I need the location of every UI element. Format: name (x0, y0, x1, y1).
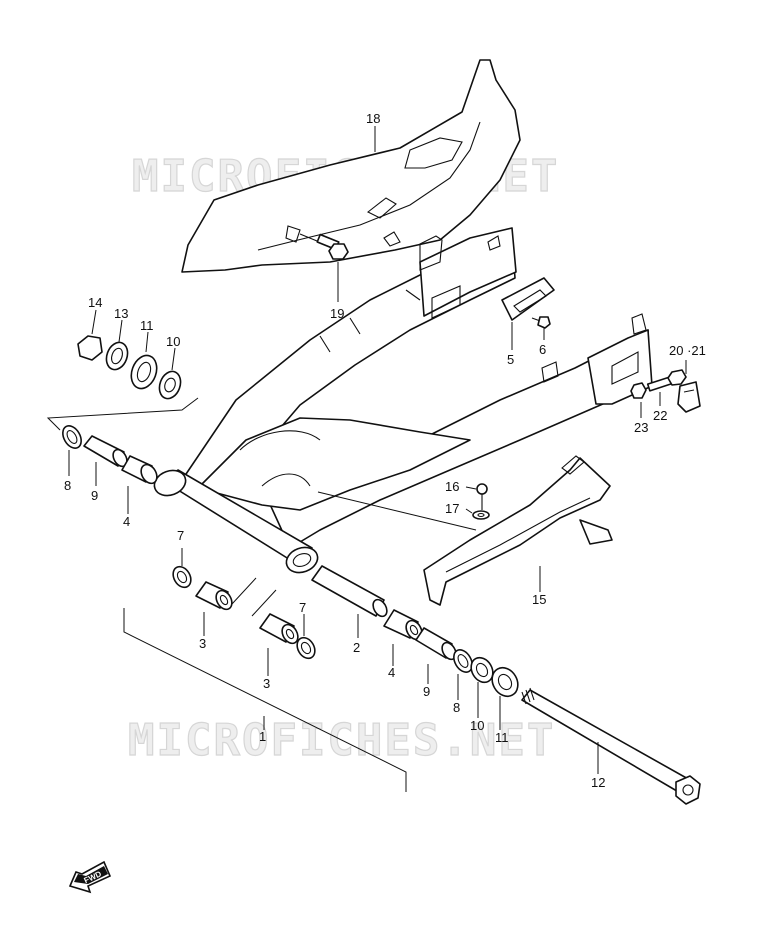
callout-4-right: 4 (388, 665, 395, 680)
callout-7-left: 7 (177, 528, 184, 543)
callout-4-left: 4 (123, 514, 130, 529)
washer-10-right (470, 656, 494, 684)
callout-3-lower: 3 (263, 676, 270, 691)
callout-15: 15 (532, 592, 546, 607)
callout-22: 22 (653, 408, 667, 423)
washer-7-right (296, 636, 316, 660)
callout-12: 12 (591, 775, 605, 790)
callout-2: 2 (353, 640, 360, 655)
callout-3-upper: 3 (199, 636, 206, 651)
leader-lines (68, 126, 687, 774)
washer-10-left (158, 370, 182, 400)
callout-19: 19 (330, 306, 344, 321)
bearing-3-lower (259, 613, 299, 645)
nut-23 (630, 382, 647, 399)
fwd-arrow-icon: FWD (68, 860, 112, 894)
bearing-13 (105, 341, 129, 371)
callout-20-21: 20 ·21 (669, 343, 706, 358)
washer-8-right (453, 649, 473, 673)
callout-11-left: 11 (140, 318, 154, 333)
bolt-22 (646, 369, 687, 392)
callout-16: 16 (445, 479, 459, 494)
callout-17: 17 (445, 501, 459, 516)
callout-8-right: 8 (453, 700, 460, 715)
bolt-19 (299, 233, 349, 260)
callout-23: 23 (634, 420, 648, 435)
callout-8-left: 8 (64, 478, 71, 493)
spacer-tube-2 (311, 565, 388, 618)
callout-18: 18 (366, 111, 380, 126)
assembly-bracket-1 (123, 608, 407, 792)
chain-guard-upper (181, 59, 521, 273)
callout-9-left: 9 (91, 488, 98, 503)
cap-14 (77, 335, 103, 361)
callout-6: 6 (539, 342, 546, 357)
pivot-tube (153, 469, 319, 574)
seal-11-left (130, 354, 158, 390)
pivot-bolt-12 (521, 687, 701, 805)
callouts: 18 19 14 13 11 10 5 6 20 ·21 22 23 8 9 4… (64, 111, 706, 790)
callout-11-right: 11 (495, 730, 509, 745)
seal-11-right (491, 666, 519, 698)
bolt-6 (531, 316, 551, 329)
callout-5: 5 (507, 352, 514, 367)
callout-7-right: 7 (299, 600, 306, 615)
washer-17 (472, 510, 490, 520)
spacer-9-right (415, 627, 457, 661)
callout-10-right: 10 (470, 718, 484, 733)
clip-20-21 (677, 381, 701, 413)
chain-guard-lower (423, 455, 613, 606)
callout-10-left: 10 (166, 334, 180, 349)
callout-14: 14 (88, 295, 102, 310)
swingarm-frame (181, 227, 653, 549)
bolt-16 (476, 483, 488, 510)
washer-8-left (62, 425, 82, 449)
washer-7-left (172, 565, 192, 589)
callout-1: 1 (259, 729, 266, 744)
callout-9-right: 9 (423, 684, 430, 699)
spacer-9-left (83, 435, 128, 468)
callout-13: 13 (114, 306, 128, 321)
chain-adjuster-5 (501, 277, 555, 321)
bearing-4-left (121, 455, 158, 485)
watermark-bottom: MICROFICHES.NET (128, 715, 555, 766)
bearing-3-upper (195, 581, 233, 611)
